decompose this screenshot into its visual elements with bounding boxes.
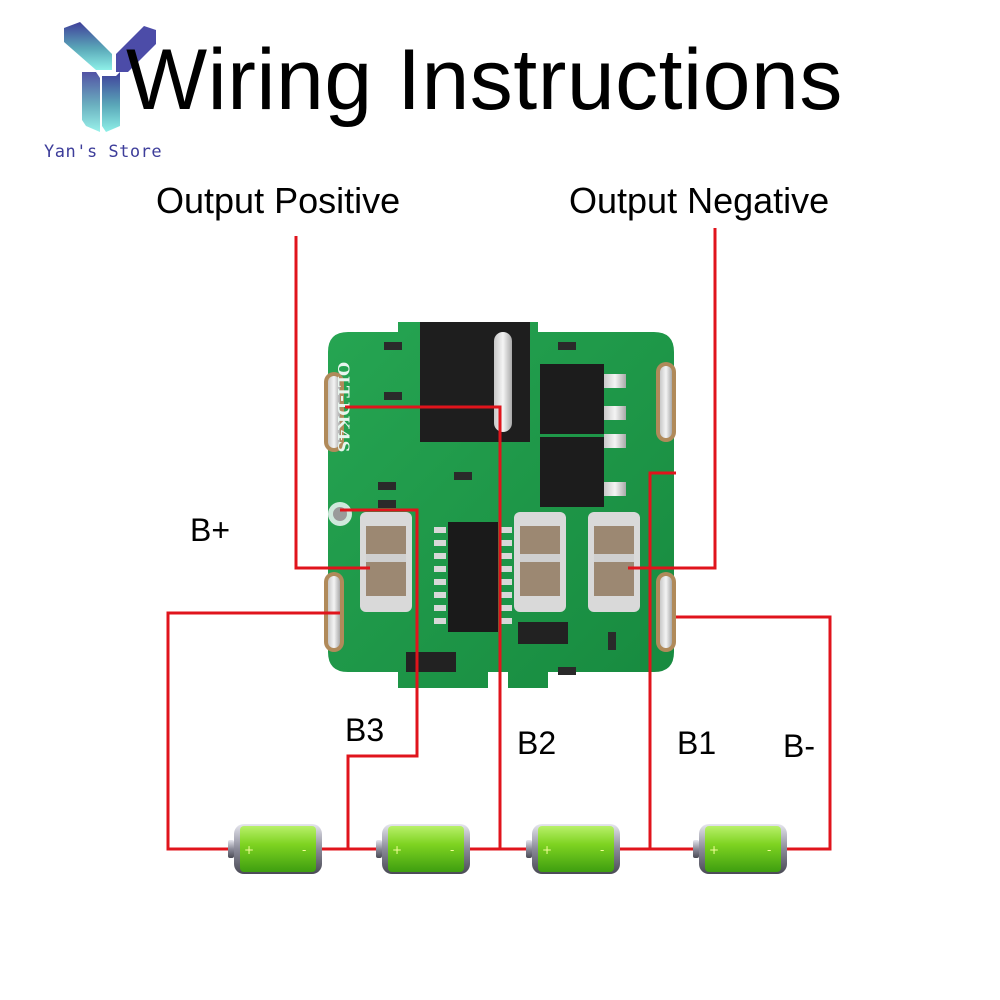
label-output-negative: Output Negative <box>569 180 830 221</box>
brand-name: Yan's Store <box>44 142 163 162</box>
battery-plus-sign: + <box>392 843 402 857</box>
battery-minus-sign: - <box>450 843 454 857</box>
bms-pcb-board: OLT-DK4S <box>324 322 676 688</box>
label-b3: B3 <box>345 712 385 748</box>
nickel-tab-b2 <box>514 512 566 612</box>
battery-cell-1: + - <box>228 824 322 874</box>
battery-cell-3: + - <box>526 824 620 874</box>
battery-plus-sign: + <box>244 843 254 857</box>
mosfet-2 <box>540 437 604 507</box>
ntc-component <box>420 322 530 442</box>
battery-minus-sign: - <box>767 843 771 857</box>
diode-uss34 <box>518 622 568 644</box>
page-title: Wiring Instructions <box>126 32 843 128</box>
mosfet-1 <box>540 364 604 434</box>
battery-cell-2: + - <box>376 824 470 874</box>
battery-plus-sign: + <box>709 843 719 857</box>
label-b-minus: B- <box>783 728 815 764</box>
diode-rs1m <box>406 652 456 672</box>
silkscreen-model: OLT-DK4S <box>334 362 353 452</box>
label-b2: B2 <box>517 725 557 761</box>
battery-cell-4: + - <box>693 824 787 874</box>
battery-minus-sign: - <box>302 843 306 857</box>
bms-ic-chip <box>448 522 498 632</box>
nickel-tab-bplus <box>360 512 412 612</box>
battery-minus-sign: - <box>600 843 604 857</box>
y-logo-icon <box>64 22 156 132</box>
wire-b-plus <box>166 611 340 851</box>
label-b1: B1 <box>677 725 717 761</box>
label-b-plus: B+ <box>190 512 231 548</box>
label-output-positive: Output Positive <box>156 180 401 221</box>
nickel-tab-output-negative <box>588 512 640 612</box>
battery-plus-sign: + <box>542 843 552 857</box>
